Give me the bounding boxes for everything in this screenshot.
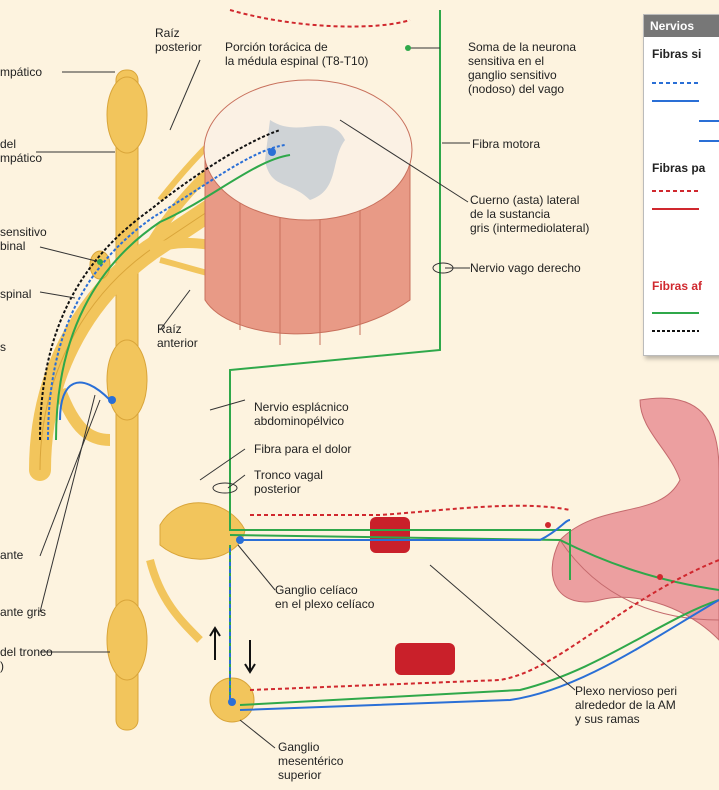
spinal-cord	[204, 80, 412, 345]
label-simpatico: mpático	[0, 65, 42, 79]
legend: Nervios Fibras si Fibras pa Fibras af	[643, 14, 719, 356]
legend-fibras-aferentes: Fibras af	[652, 279, 702, 293]
label-del-simpatico: del mpático	[0, 137, 42, 165]
label-tronco-vagal: Tronco vagal posterior	[254, 468, 323, 496]
label-ante-gris: ante gris	[0, 605, 46, 619]
label-espinal: spinal	[0, 287, 31, 301]
label-raiz-posterior: Raíz posterior	[155, 26, 202, 54]
legend-fibras-parasimpaticas: Fibras pa	[652, 161, 705, 175]
legend-swatches	[644, 15, 719, 355]
label-fibra-dolor: Fibra para el dolor	[254, 442, 351, 456]
label-del-tronco: del tronco )	[0, 645, 53, 673]
label-porcion-toracica: Porción torácica de la médula espinal (T…	[225, 40, 368, 68]
flow-arrows	[210, 628, 255, 672]
label-fibra-motora: Fibra motora	[472, 137, 540, 151]
label-ganglio-mesenterico: Ganglio mesentérico superior	[278, 740, 343, 782]
label-sensitivo-espinal: sensitivo binal	[0, 225, 47, 253]
label-soma-neurona: Soma de la neurona sensitiva en el gangl…	[468, 40, 576, 96]
label-raiz-anterior: Raíz anterior	[157, 322, 198, 350]
label-ante: ante	[0, 548, 23, 562]
label-nervio-esplacnico: Nervio esplácnico abdominopélvico	[254, 400, 349, 428]
label-cuerno-lateral: Cuerno (asta) lateral de la sustancia gr…	[470, 193, 589, 235]
label-ganglio-celiaco: Ganglio celíaco en el plexo celíaco	[275, 583, 374, 611]
label-plexo-nervioso: Plexo nervioso peri alrededor de la AM y…	[575, 684, 677, 726]
label-nervio-vago-derecho: Nervio vago derecho	[470, 261, 581, 275]
label-s-fragment: s	[0, 340, 6, 354]
